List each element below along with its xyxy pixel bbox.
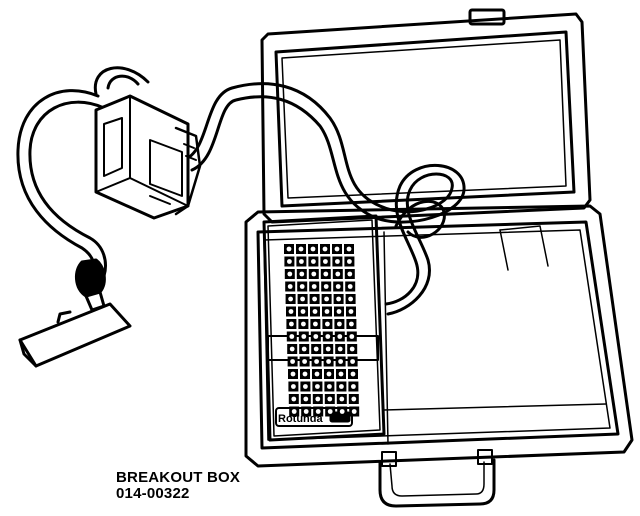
jack-socket xyxy=(325,334,331,339)
jack-socket xyxy=(326,359,331,364)
jack-grid xyxy=(284,244,360,417)
jack-socket xyxy=(301,346,307,352)
jack-socket xyxy=(302,371,308,377)
jack-socket xyxy=(349,334,355,339)
jack-socket xyxy=(334,246,340,252)
probe-plug xyxy=(18,258,132,368)
jack-socket xyxy=(349,321,354,327)
jack-socket xyxy=(311,271,317,277)
cable xyxy=(16,66,466,316)
case-handle xyxy=(378,458,496,508)
jack-socket xyxy=(338,359,343,364)
jack-socket xyxy=(338,371,344,377)
jack-socket xyxy=(288,309,294,314)
jack-socket xyxy=(289,346,295,352)
jack-socket xyxy=(337,334,343,339)
jack-socket xyxy=(336,309,342,314)
figure-caption: BREAKOUT BOX 014-00322 xyxy=(116,470,240,502)
jack-socket xyxy=(335,259,340,264)
jack-socket xyxy=(347,259,352,264)
jack-socket xyxy=(290,371,296,377)
jack-socket xyxy=(337,321,342,327)
jack-socket xyxy=(351,396,357,402)
jack-socket xyxy=(300,296,305,302)
jack-socket xyxy=(311,259,316,264)
jack-socket xyxy=(327,384,332,389)
jack-socket xyxy=(303,409,309,414)
jack-socket xyxy=(348,296,353,302)
jack-socket xyxy=(291,409,297,414)
jack-socket xyxy=(310,246,316,252)
jack-socket xyxy=(303,384,308,389)
jack-socket xyxy=(313,334,319,339)
jack-socket xyxy=(314,359,319,364)
jack-socket xyxy=(335,271,341,277)
jack-socket xyxy=(299,284,305,289)
panel-brand-label: Rotunda xyxy=(278,413,323,425)
caption-part-number: 014-00322 xyxy=(116,485,190,502)
jack-socket xyxy=(350,359,355,364)
jack-socket xyxy=(324,309,330,314)
jack-socket xyxy=(301,321,306,327)
jack-socket xyxy=(339,409,345,414)
jack-socket xyxy=(313,321,318,327)
jack-socket xyxy=(315,384,320,389)
jack-socket xyxy=(314,371,320,377)
jack-socket xyxy=(351,409,357,414)
jack-socket xyxy=(324,296,329,302)
jack-socket xyxy=(337,346,343,352)
jack-socket xyxy=(323,284,329,289)
case-base xyxy=(244,204,634,508)
jack-socket xyxy=(290,359,295,364)
jack-socket xyxy=(287,259,292,264)
jack-socket xyxy=(335,284,341,289)
jack-socket xyxy=(289,321,294,327)
jack-socket xyxy=(289,334,295,339)
jack-socket xyxy=(298,246,304,252)
jack-socket xyxy=(313,346,319,352)
jack-socket xyxy=(291,396,297,402)
jack-socket xyxy=(315,396,321,402)
jack-socket xyxy=(339,384,344,389)
jack-socket xyxy=(336,296,341,302)
jack-socket xyxy=(349,346,355,352)
jack-socket xyxy=(323,271,329,277)
jack-socket xyxy=(348,309,354,314)
jack-socket xyxy=(303,396,309,402)
jack-socket xyxy=(347,271,353,277)
jack-socket xyxy=(326,371,332,377)
jack-socket xyxy=(312,296,317,302)
jack-socket xyxy=(299,271,305,277)
jack-socket xyxy=(322,246,328,252)
jack-socket xyxy=(325,346,331,352)
jack-socket xyxy=(339,396,345,402)
jack-socket xyxy=(327,409,333,414)
jack-socket xyxy=(327,396,333,402)
jack-socket xyxy=(351,384,356,389)
jack-socket xyxy=(291,384,296,389)
caption-title: BREAKOUT BOX xyxy=(116,469,241,486)
jack-socket xyxy=(323,259,328,264)
jack-socket xyxy=(300,309,306,314)
jack-socket xyxy=(302,359,307,364)
jack-socket xyxy=(315,409,321,414)
jack-socket xyxy=(286,246,292,252)
jack-socket xyxy=(301,334,307,339)
jack-socket xyxy=(287,271,293,277)
jack-socket xyxy=(311,284,317,289)
connector-block xyxy=(94,94,202,220)
jack-socket xyxy=(287,284,293,289)
jack-socket xyxy=(350,371,356,377)
case-lid xyxy=(260,8,592,224)
jack-socket xyxy=(346,246,352,252)
jack-socket xyxy=(325,321,330,327)
jack-socket xyxy=(312,309,318,314)
jack-socket xyxy=(288,296,293,302)
jack-socket xyxy=(299,259,304,264)
jack-socket xyxy=(347,284,353,289)
